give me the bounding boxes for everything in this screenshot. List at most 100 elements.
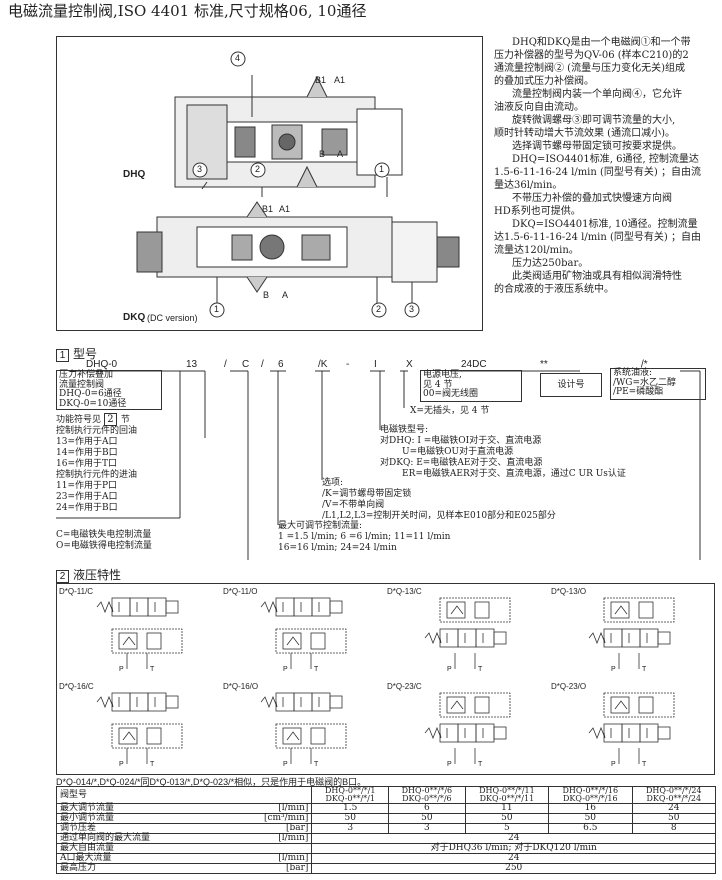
desc-line: 不带压力补偿的叠加式快慢速方向阀 (512, 193, 672, 204)
symbol-port-p: P (283, 761, 288, 768)
func-line: 24=作用于B口 (56, 503, 118, 513)
port-label-b-dkq: B (263, 290, 270, 300)
box-line: 流量控制阀 (59, 379, 105, 390)
row-unit: [bar] (250, 863, 313, 874)
row-value: 6.5 (548, 823, 633, 834)
row-name: 最大调节流量 (56, 803, 251, 814)
symbol-port-t: T (314, 666, 319, 673)
row-name: 最小调节流量 (56, 813, 251, 824)
desc-line: 油液反向自由流动。 (494, 102, 584, 113)
callouts (192, 51, 420, 318)
symbol-label: D*Q-11/O (223, 587, 258, 596)
row-name: 通过单向阀的最大流量 (56, 833, 251, 844)
row-name: A口最大流量 (56, 853, 251, 864)
symbol-port-p: P (119, 761, 124, 768)
port-label-b: B (319, 149, 326, 159)
symbol-port-t: T (150, 666, 155, 673)
hdr-dhq: DHQ-0**/*/6 DKQ-0**/*/6 (401, 786, 453, 803)
table-header-cell: DHQ-0**/*/1 DKQ-0**/*/1 (311, 786, 390, 804)
port-label-b1-dkq: B1 (262, 204, 274, 214)
row-value: 8 (631, 823, 717, 834)
row-value: 5 (464, 823, 550, 834)
func-line: 16=作用于T口 (56, 459, 117, 469)
table-row: 最大自由流量对于DHQ36 l/min; 对于DKQ120 l/min (56, 843, 716, 854)
dkq-drawing (136, 201, 460, 303)
table-header-cell: DHQ-0**/*/16 DKQ-0**/*/16 (548, 786, 633, 804)
symbol-port-p: P (611, 666, 616, 673)
voltage-line: 00=阀无线圈 (423, 389, 478, 399)
desc-line: DHQ和DKQ是由一个电磁阀①和一个带 (512, 37, 691, 48)
c-line: C=电磁铁失电控制流量 (56, 530, 152, 540)
code-c: C (242, 359, 250, 370)
callout-4: 4 (235, 53, 241, 63)
model-flow: 最大可调节控制流量: 1 =1.5 l/min; 6 =6 l/min; 11=… (278, 521, 450, 554)
symbol-port-t: T (478, 666, 483, 673)
row-value: 50 (548, 813, 633, 824)
page-title: 电磁流量控制阀,ISO 4401 标准,尺寸规格06, 10通径 (8, 2, 367, 20)
func-suffix: 节 (120, 415, 130, 425)
table-header-cell: DHQ-0**/*/24 DKQ-0**/*/24 (631, 786, 717, 804)
desc-line: DHQ=ISO4401标准, 6通径, 控制流量达 (512, 154, 699, 165)
desc-line: 流量达120l/min。 (494, 245, 579, 256)
dhq-drawing (174, 75, 403, 197)
port-label-b1: B1 (315, 75, 327, 85)
func-line: 控制执行元件的回油 (56, 426, 138, 436)
row-value: 24 (311, 853, 716, 864)
desc-line: 旋转微调螺母③即可调节流量的大小, (512, 115, 676, 126)
symbol-port-p: P (611, 761, 616, 768)
opt-line: /L1,L2,L3=控制开关时间，见样本E010部分和E025部分 (322, 511, 556, 521)
code-design: ** (540, 359, 548, 370)
opt-line: /K=调节螺母带固定锁 (322, 489, 412, 499)
row-value: 24 (311, 833, 716, 844)
flow-title: 最大可调节控制流量: (278, 521, 363, 531)
hydraulic-symbol: D*Q-23/O P T (549, 679, 709, 771)
model-box-design: 设计号 (540, 373, 602, 397)
desc-line: 1.5-6-11-16-24 l/min (同型号有关) ；自由流 (494, 167, 701, 178)
func-line: 14=作用于B口 (56, 448, 118, 458)
box-line: DKQ-0=10通径 (59, 398, 127, 409)
port-label-a1-dkq: A1 (279, 204, 291, 214)
model-code: DHQ-0 13 / C / 6 /K - I X 24DC ** /* (56, 359, 716, 371)
row-name: 最大自由流量 (56, 843, 251, 854)
port-label-a-dkq: A (282, 290, 289, 300)
row-value: 11 (464, 803, 550, 814)
func-line: 11=作用于P口 (56, 481, 118, 491)
symbol-label: D*Q-13/C (387, 587, 422, 596)
symbol-drawing (424, 597, 511, 669)
dkq-note: (DC version) (147, 313, 198, 323)
symbol-port-t: T (642, 761, 647, 768)
box-line: 压力补偿叠加 (59, 370, 114, 380)
row-value: 6 (388, 803, 466, 814)
callout-3-dkq: 3 (409, 304, 415, 314)
symbol-drawing (260, 692, 347, 764)
row-unit: [bar] (250, 823, 313, 834)
code-dash: - (346, 359, 350, 370)
symbol-port-p: P (447, 761, 452, 768)
desc-line: 压力补偿器的型号为QV-06 (样本C210)的2 (494, 50, 689, 61)
symbol-label: D*Q-23/O (551, 682, 587, 691)
symbol-drawing (588, 692, 675, 764)
symbol-port-t: T (314, 761, 319, 768)
dhq-label: DHQ (123, 169, 146, 180)
symbol-label: D*Q-16/C (59, 682, 94, 691)
symbol-label: D*Q-11/C (59, 587, 94, 596)
desc-line: 压力达250bar。 (512, 258, 589, 269)
table-row: 最高压力[bar]250 (56, 863, 716, 874)
row-unit: [cm³/min] (250, 813, 313, 824)
spec-table: 阀型号 DHQ-0**/*/1 DKQ-0**/*/1 DHQ-0**/*/6 … (55, 786, 717, 874)
desc-line: 通流量控制阀② (流量与压力变化无关)组成 (494, 63, 685, 74)
desc-line: HD系列也可提供。 (494, 206, 581, 217)
code-voltage: 24DC (461, 359, 487, 370)
model-box-voltage: 电源电压, 见 4 节 00=阀无线圈 (420, 370, 522, 402)
section-1-label: 型号 (73, 347, 98, 361)
symbol-drawing (96, 597, 183, 669)
